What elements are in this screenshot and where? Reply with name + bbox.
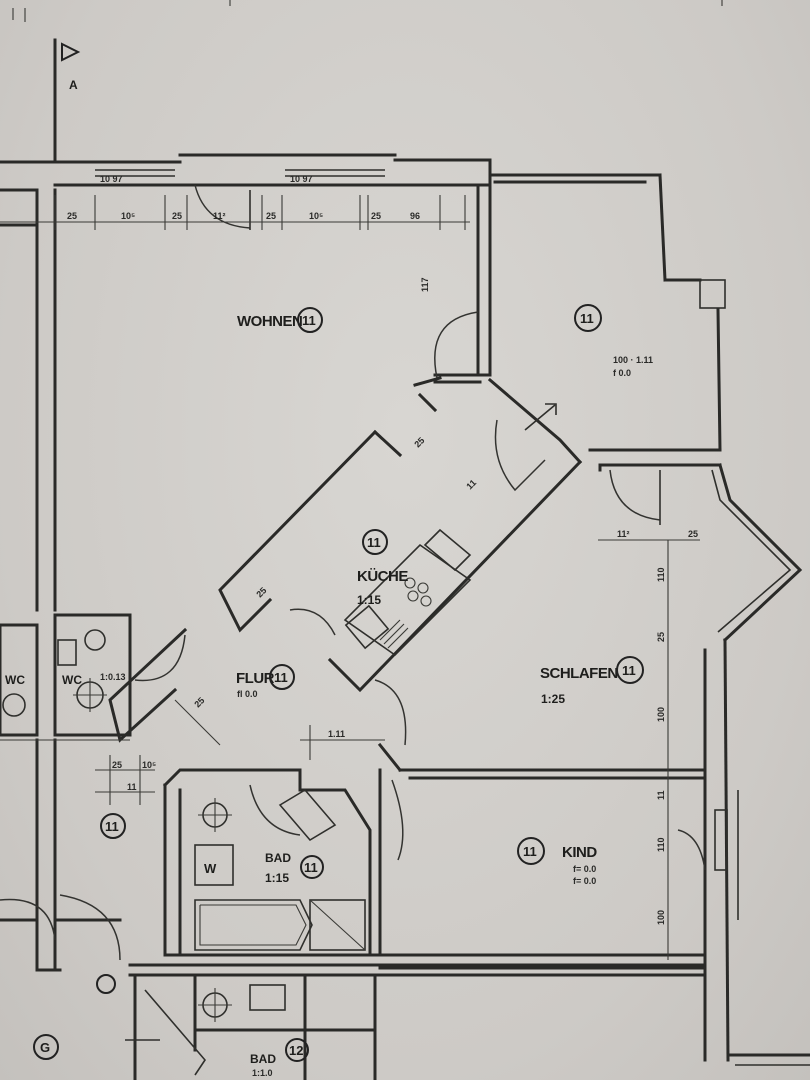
svg-text:1:1.0: 1:1.0	[252, 1068, 273, 1078]
svg-text:1:15: 1:15	[357, 593, 381, 607]
marker-left: 11	[100, 813, 126, 839]
svg-text:W: W	[204, 861, 217, 876]
svg-text:25: 25	[67, 211, 77, 221]
svg-text:10⁵: 10⁵	[309, 211, 323, 221]
top-dimension-chain: 25 10⁵ 25 11² 25 10⁵ 25 96	[0, 195, 470, 230]
svg-text:KIND: KIND	[562, 844, 597, 861]
svg-text:11: 11	[302, 313, 316, 328]
svg-text:1:15: 1:15	[265, 871, 289, 885]
svg-text:25: 25	[192, 695, 206, 709]
svg-text:110: 110	[656, 567, 666, 582]
marker-g: G	[33, 974, 116, 1060]
svg-text:10 97: 10 97	[290, 174, 313, 184]
ne-room-walls	[488, 173, 726, 467]
room-schlafen: SCHLAFEN 11 1:25	[540, 656, 644, 706]
svg-text:25: 25	[656, 632, 666, 642]
svg-text:11: 11	[523, 844, 537, 859]
left-party-wall	[0, 188, 57, 972]
svg-text:100: 100	[656, 910, 666, 925]
svg-text:25: 25	[254, 585, 268, 599]
svg-text:11: 11	[367, 535, 381, 550]
svg-text:25: 25	[266, 211, 276, 221]
svg-text:KÜCHE: KÜCHE	[357, 568, 408, 585]
svg-text:11: 11	[464, 478, 478, 492]
svg-text:10⁵: 10⁵	[121, 211, 135, 221]
svg-text:1:0.13: 1:0.13	[100, 672, 126, 682]
kitchen-walls: 25 11 25	[218, 376, 583, 693]
svg-text:BAD: BAD	[265, 851, 291, 865]
svg-text:11: 11	[105, 819, 119, 834]
svg-text:117: 117	[420, 277, 430, 292]
svg-text:f 0.0: f 0.0	[613, 368, 631, 378]
svg-text:110: 110	[656, 837, 666, 852]
svg-text:G: G	[40, 1040, 50, 1055]
svg-text:100: 100	[656, 707, 666, 722]
svg-text:25: 25	[688, 529, 698, 539]
svg-text:25: 25	[371, 211, 381, 221]
svg-text:25: 25	[172, 211, 182, 221]
svg-text:11: 11	[127, 782, 137, 792]
schlafen-kind-walls: 11² 25 110 25 100 11 110 100	[374, 463, 803, 1062]
room-bad-lower: BAD 1:1.0 12	[250, 1038, 309, 1078]
svg-text:25: 25	[412, 435, 426, 449]
wohnen-ne-wall: 117	[420, 158, 492, 384]
svg-text:11: 11	[622, 663, 636, 678]
svg-text:FLUR: FLUR	[236, 670, 275, 687]
svg-text:11: 11	[580, 311, 594, 326]
flur-bad-walls: W 1.11 25	[108, 627, 385, 957]
svg-text:WC: WC	[62, 673, 82, 687]
top-exterior-wall: 10 97 10 97	[0, 153, 492, 230]
svg-text:WC: WC	[5, 673, 25, 687]
svg-text:f= 0.0: f= 0.0	[573, 864, 596, 874]
left-dimensions: 25 11 10⁵	[95, 755, 156, 805]
svg-text:100 · 1.11: 100 · 1.11	[613, 355, 653, 365]
svg-text:10⁵: 10⁵	[142, 760, 156, 770]
svg-text:10 97: 10 97	[100, 174, 123, 184]
room-flur: FLUR 11 fl 0.0	[236, 664, 295, 699]
svg-text:12: 12	[289, 1043, 303, 1058]
svg-text:1.11: 1.11	[328, 729, 345, 739]
lower-section	[0, 894, 810, 1080]
svg-text:f= 0.0: f= 0.0	[573, 876, 596, 886]
svg-text:WOHNEN: WOHNEN	[237, 313, 302, 330]
svg-text:11²: 11²	[213, 211, 226, 221]
section-marker: A	[53, 38, 81, 162]
room-ne-bedroom: 11 100 · 1.11 f 0.0	[574, 304, 653, 378]
svg-text:11²: 11²	[617, 529, 630, 539]
svg-text:1:25: 1:25	[541, 692, 565, 706]
top-edge-marks	[12, 0, 723, 22]
svg-text:SCHLAFEN: SCHLAFEN	[540, 665, 618, 682]
room-kind: 11 KIND f= 0.0 f= 0.0	[517, 837, 598, 886]
svg-text:11: 11	[656, 790, 666, 800]
room-kueche: 11 KÜCHE 1:15	[357, 529, 409, 607]
svg-text:11: 11	[304, 860, 318, 875]
svg-text:BAD: BAD	[250, 1052, 276, 1066]
section-marker-label: A	[69, 78, 78, 92]
room-bad: BAD 1:15 11	[265, 851, 324, 885]
svg-text:11: 11	[274, 670, 288, 685]
svg-text:fl 0.0: fl 0.0	[237, 689, 258, 699]
wc-units: WC WC 1:0.13	[0, 613, 186, 741]
svg-text:25: 25	[112, 760, 122, 770]
room-wohnen: WOHNEN 11	[237, 307, 323, 333]
svg-text:96: 96	[410, 211, 420, 221]
